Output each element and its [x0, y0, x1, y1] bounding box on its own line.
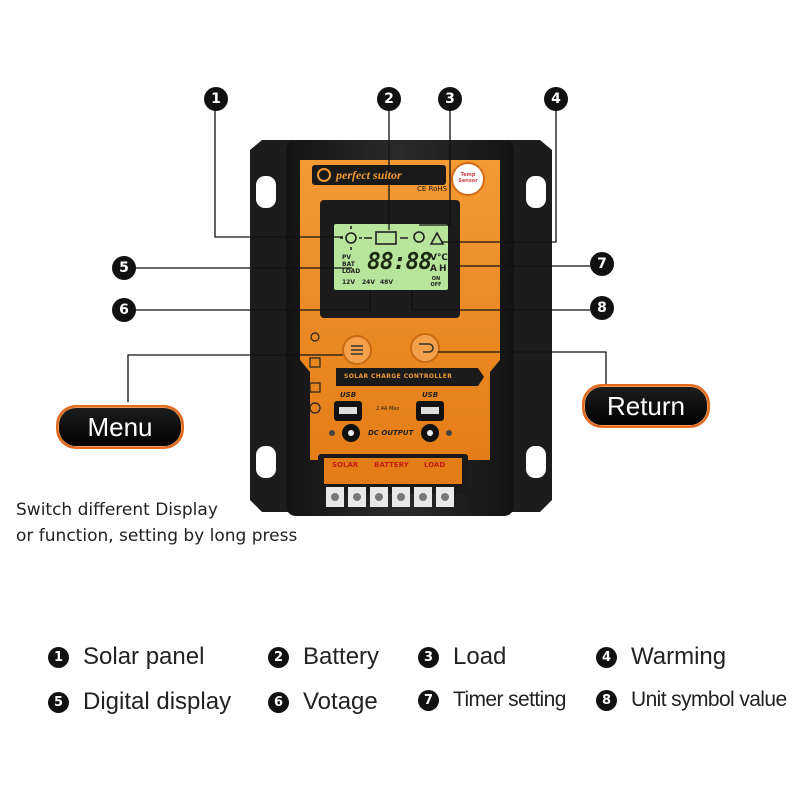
- title-bar: [336, 368, 484, 386]
- lcd-battery-icon: [375, 231, 397, 245]
- lcd-voltage-12v: 12V: [342, 279, 355, 286]
- legend-item-7: 7 Timer setting: [418, 688, 566, 712]
- callout-1: 1: [204, 87, 228, 111]
- side-bulb-icon: [309, 382, 321, 393]
- callout-2: 2: [377, 87, 401, 111]
- legend-number: 4: [596, 646, 617, 668]
- legend-number: 6: [268, 691, 289, 713]
- legend-item-4: 4 Warming: [596, 643, 726, 671]
- legend-label: Unit symbol value: [631, 688, 787, 711]
- mount-wing-left: [250, 140, 295, 512]
- lcd-on-off: ON OFF: [430, 276, 442, 288]
- legend-number: 5: [48, 691, 69, 713]
- menu-button[interactable]: Menu: [56, 405, 184, 449]
- legend-item-1: 1 Solar panel: [48, 643, 204, 671]
- legend-number: 3: [418, 646, 439, 668]
- legend-item-2: 2 Battery: [268, 643, 379, 671]
- lcd-label-pv: PV: [342, 254, 352, 261]
- terminal-label-solar: SOLAR: [332, 461, 359, 469]
- usb-current: 2.4A Max: [376, 406, 400, 412]
- legend-label: Timer setting: [453, 688, 566, 711]
- legend-item-8: 8 Unit symbol value: [596, 688, 787, 712]
- note-line-1: Switch different Display: [16, 500, 218, 520]
- sun-logo-icon: [317, 168, 331, 182]
- legend-item-3: 3 Load: [418, 643, 506, 671]
- legend-number: 1: [48, 646, 69, 668]
- lcd-screen: [334, 224, 448, 290]
- lcd-voltage-24v: 24V: [362, 279, 375, 286]
- legend-item-5: 5 Digital display: [48, 688, 231, 716]
- lcd-voltage-48v: 48V: [380, 279, 393, 286]
- terminal-label-load: LOAD: [424, 461, 446, 469]
- usb-label-right: USB: [422, 391, 439, 399]
- legend-label: Warming: [631, 643, 727, 670]
- lcd-sun-icon: [345, 232, 357, 244]
- callout-5: 5: [112, 256, 136, 280]
- callout-3: 3: [438, 87, 462, 111]
- terminal-screws: [326, 487, 454, 507]
- mount-wing-right: [505, 140, 552, 512]
- legend-number: 8: [596, 689, 617, 711]
- instruction-note: Switch different Display or function, se…: [16, 497, 297, 549]
- lcd-units-top: V℃: [430, 253, 448, 263]
- side-sun-icon: [310, 332, 320, 342]
- legend-item-6: 6 Votage: [268, 688, 378, 716]
- return-button[interactable]: Return: [582, 384, 710, 428]
- dc-output-label: DC OUTPUT: [368, 429, 414, 437]
- device-return-button: [410, 333, 440, 363]
- brand-name: perfect suitor: [336, 168, 402, 182]
- lcd-units-bottom: AH: [430, 264, 449, 274]
- panel-title: SOLAR CHARGE CONTROLLER: [344, 373, 453, 380]
- legend-label: Load: [453, 643, 507, 670]
- lcd-label-bat: BAT: [342, 261, 355, 268]
- legend-label: Battery: [303, 643, 380, 670]
- callout-6: 6: [112, 298, 136, 322]
- temp-sensor-label: Temp Sensor: [458, 172, 478, 184]
- note-line-2: or function, setting by long press: [16, 526, 298, 546]
- cert-marks: CE RoHS: [417, 185, 448, 193]
- callout-7: 7: [590, 252, 614, 276]
- leader-lines: [127, 110, 607, 402]
- side-clock-icon: [309, 402, 321, 414]
- temp-sensor-badge: [451, 162, 485, 196]
- legend-label: Solar panel: [83, 643, 205, 670]
- lcd-warning-icon: [429, 231, 445, 245]
- legend-number: 2: [268, 646, 289, 668]
- callout-8: 8: [590, 296, 614, 320]
- lcd-label-load: LOAD: [342, 268, 361, 275]
- callout-4: 4: [544, 87, 568, 111]
- lcd-bulb-icon: [413, 231, 425, 243]
- brand-strip: [312, 165, 446, 185]
- legend-number: 7: [418, 689, 439, 711]
- lcd-digits: 88:88: [367, 249, 432, 275]
- side-panel-icon: [309, 357, 321, 368]
- legend-label: Votage: [303, 688, 378, 715]
- terminal-label-battery: BATTERY: [374, 461, 409, 469]
- usb-label-left: USB: [340, 391, 357, 399]
- legend-label: Digital display: [83, 688, 232, 715]
